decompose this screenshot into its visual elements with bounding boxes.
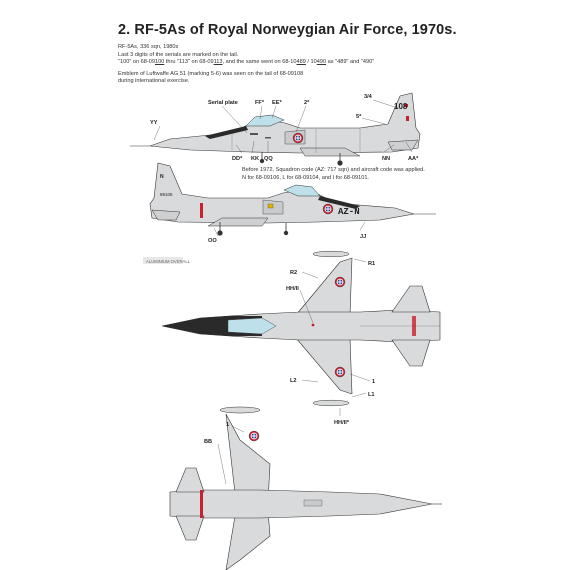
callout-jj: JJ [360, 234, 366, 240]
callout-l1: L1 [368, 392, 375, 398]
aluminium-swatch [143, 257, 183, 264]
callout-bb: BB [204, 439, 212, 445]
aircraft-2-side-view: AZ-N N 89106 OO JJ [149, 162, 436, 244]
callout-r1: R1 [368, 261, 375, 267]
squadron-code-note: Before 1972, Squadron code (AZ: 717 sqn)… [242, 167, 425, 182]
callout-ff: FF* [255, 100, 265, 106]
roundel-icon [292, 132, 304, 144]
tail-number: 108 [394, 102, 408, 111]
aircraft-bottom-view: BB 1 [169, 406, 442, 570]
callout-yy: YY [150, 120, 158, 126]
callout-ee: EE* [272, 100, 282, 106]
callout-r2: R2 [290, 270, 297, 276]
callout-5: 5* [356, 114, 362, 120]
note2-line-1: Before 1972, Squadron code (AZ: 717 sqn)… [242, 167, 425, 173]
note-line-1: RF-5As, 336 sqn, 1980s [118, 44, 179, 50]
note2-line-2: N for 68-09106, L for 68-09104, and I fo… [242, 174, 369, 181]
callout-dd: DD* [232, 156, 243, 162]
note-line-4: Emblem of Luftwaffe AG 51 (marking 5-6) … [118, 70, 304, 77]
callout-aa: AA* [408, 156, 419, 162]
callout-hh-ii-2: HH/II* [334, 420, 350, 426]
page-title: 2. RF-5As of Royal Norweygian Air Force,… [118, 22, 457, 38]
legend-text: ALUMINIUM OVERALL [146, 259, 190, 264]
callout-2: 2* [304, 100, 310, 106]
roundel-icon [334, 276, 346, 288]
note-line-5: during international exercise. [118, 78, 190, 85]
callout-3-4: 3/4 [364, 94, 373, 100]
aircraft-top-view: R1 R2 HH/II 1 L2 L1 HH/II* [161, 250, 441, 426]
roundel-icon [334, 366, 346, 378]
tail-letter: N [160, 174, 164, 180]
callout-serial-plate: Serial plate [208, 100, 238, 106]
callout-l2: L2 [290, 378, 297, 384]
note-line-2: Last 3 digits of the serials are marked … [118, 51, 239, 58]
note-line-3: "100" on 68-09100 thru "113" on 68-09113… [118, 59, 375, 66]
roundel-icon [248, 430, 260, 442]
squadron-code: AZ-N [338, 207, 360, 217]
callout-hh-ii: HH/II [286, 286, 299, 292]
callout-nn: NN [382, 156, 390, 162]
roundel-icon [322, 203, 334, 215]
callout-kk: KK [251, 156, 259, 162]
aircraft-1-side-view: 108 Serial plate FF* EE* 2* 3/4 5* [130, 92, 421, 166]
callout-oo: OO [208, 238, 217, 244]
serials-note: RF-5As, 336 sqn, 1980s Last 3 digits of … [118, 44, 374, 86]
callout-1: 1 [372, 379, 375, 385]
tail-serial: 89106 [160, 192, 173, 197]
callout-1-bottom: 1 [226, 422, 229, 428]
callout-qq: QQ [264, 156, 273, 162]
